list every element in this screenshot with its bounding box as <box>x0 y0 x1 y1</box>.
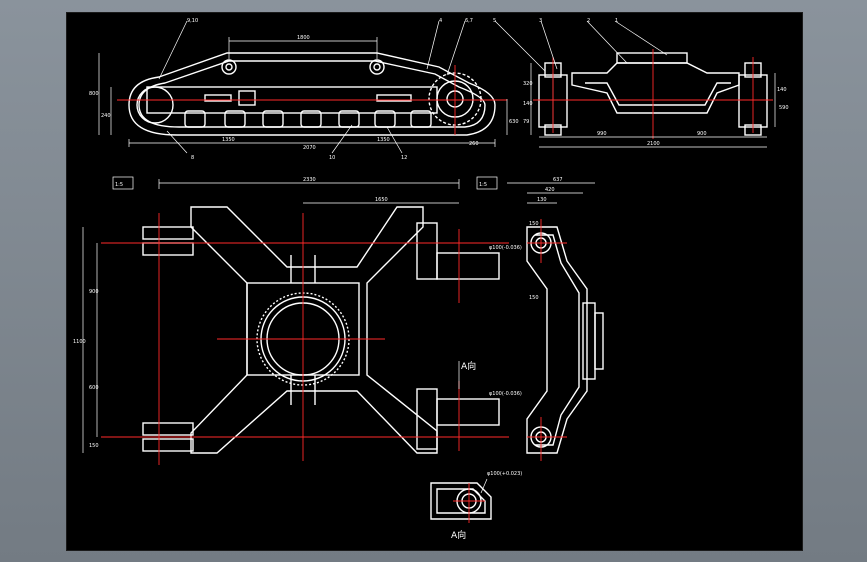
drawing-viewport[interactable]: 1800 1350 2070 1350 800 240 630 260 9,10… <box>66 12 803 551</box>
dim-rear-bottom-3: 2100 <box>647 141 660 147</box>
dim-rear-left-1: 320 <box>523 81 533 87</box>
rear-view: 990 900 2100 320 140 79 140 590 5 3 2 1 <box>493 18 789 148</box>
dim-plan-top-2: 1650 <box>375 197 388 203</box>
detail-caption: A向 <box>451 529 466 541</box>
dim-rear-left-3: 79 <box>523 119 529 125</box>
right-axle-top <box>416 222 438 280</box>
section-flange <box>582 302 596 380</box>
dim-section-top-1: 637 <box>553 177 563 183</box>
dim-rear-left-2: 140 <box>523 101 533 107</box>
dim-rear-bottom-1: 990 <box>597 131 607 137</box>
view-arrow-a-label: A向 <box>461 360 476 372</box>
dim-rear-bottom-2: 900 <box>697 131 707 137</box>
side-view: 1800 1350 2070 1350 800 240 630 260 9,10… <box>89 18 519 161</box>
balloon-3: 3 <box>539 18 542 24</box>
dim-plan-left-1: 1100 <box>73 339 86 345</box>
dim-plan-left-2: 900 <box>89 289 99 295</box>
dim-side-bottom-1: 1350 <box>222 137 235 143</box>
balloon-1: 1 <box>615 18 618 24</box>
track-inner <box>138 60 486 128</box>
balloon-2: 2 <box>587 18 590 24</box>
section-view: 1:5 637 420 130 150 150 <box>476 176 604 461</box>
dim-section-top-3: 130 <box>537 197 547 203</box>
slewing-mount <box>616 52 688 64</box>
dim-side-bottom-2: 2070 <box>303 145 316 151</box>
dim-plan-right-1: φ100(-0.036) <box>489 245 522 251</box>
dim-plan-left-3: 600 <box>89 385 99 391</box>
dim-section-left-2: 150 <box>529 295 539 301</box>
track-outline <box>128 52 496 136</box>
dim-rear-right-2: 590 <box>779 105 789 111</box>
plan-view: 1:5 2330 1650 <box>73 176 522 465</box>
section-scale-mark: 1:5 <box>479 182 487 188</box>
dim-plan-top-1: 2330 <box>303 177 316 183</box>
left-lug-bottom <box>142 422 194 436</box>
cad-drawing: 1800 1350 2070 1350 800 240 630 260 9,10… <box>73 18 789 541</box>
balloon-12: 12 <box>401 155 407 161</box>
balloon-5: 5 <box>493 18 496 24</box>
right-axle-bottom <box>416 388 438 450</box>
balloon-6-7: 6,7 <box>465 18 473 24</box>
carrier-roller-1 <box>221 59 237 75</box>
balloon-10: 10 <box>329 155 335 161</box>
dim-side-right-2: 260 <box>469 141 479 147</box>
plan-scale-mark: 1:5 <box>115 182 123 188</box>
dim-side-bottom-3: 1350 <box>377 137 390 143</box>
dim-rear-right-1: 140 <box>777 87 787 93</box>
track-rollers <box>184 110 432 128</box>
dim-side-left-2: 240 <box>101 113 111 119</box>
section-frame <box>526 226 588 454</box>
dim-section-left-1: 150 <box>529 221 539 227</box>
balloon-8: 8 <box>191 155 194 161</box>
left-lug-top <box>142 226 194 240</box>
x-frame <box>190 206 438 454</box>
balloon-9-10: 9,10 <box>187 18 198 24</box>
balloon-4: 4 <box>439 18 442 24</box>
carrier-roller-2 <box>369 59 385 75</box>
dim-plan-right-2: φ100(-0.036) <box>489 391 522 397</box>
dim-plan-left-4: 150 <box>89 443 99 449</box>
dim-detail-bore: φ100(+0.023) <box>487 471 522 477</box>
dim-section-top-2: 420 <box>545 187 555 193</box>
dim-side-top: 1800 <box>297 35 310 41</box>
dim-side-left-1: 800 <box>89 91 99 97</box>
dim-side-right-1: 630 <box>509 119 519 125</box>
detail-view-a: φ100(+0.023) A向 <box>430 471 522 541</box>
idler-wheel <box>136 86 174 124</box>
